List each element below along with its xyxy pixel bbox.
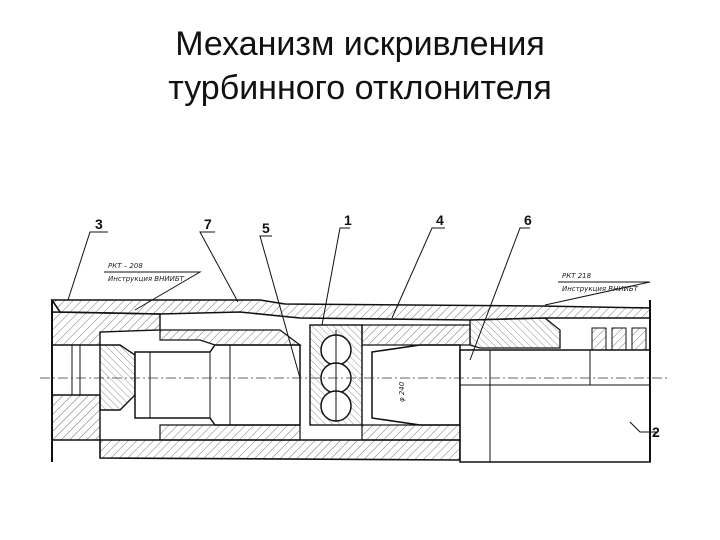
note-left-text: Инструкция ВНИИБТ [108,275,185,283]
leader-6 [469,227,530,361]
leader-note-left [104,271,202,311]
turbine-housing-2 [459,349,651,463]
leader-4 [391,227,445,319]
leader-note-right [544,281,651,306]
title-line-1: Механизм искривления [175,25,545,63]
shaft-collar-upper [159,329,302,346]
right-shaft-4 [371,344,461,426]
callout-4: 4 [436,212,444,228]
right-shaft-bottom [361,424,461,441]
title-line-2: турбинного отклонителя [168,69,552,107]
leader-5 [259,235,301,379]
left-sub-lower [51,394,101,441]
callout-3: 3 [95,216,103,232]
leader-2 [629,421,658,433]
shaft-collar-lower [159,424,301,441]
callout-6: 6 [524,212,532,228]
seal-block-3 [631,327,647,351]
seal-block-1 [591,327,607,351]
left-sub-upper [51,311,161,346]
right-coupling-6 [469,317,561,349]
shaft-body [134,344,301,426]
callout-5: 5 [262,220,270,236]
callout-2: 2 [652,424,660,440]
callout-1: 1 [344,212,352,228]
callout-7: 7 [204,216,212,232]
seal-block-2 [611,327,627,351]
slide-title: Механизм искривления турбинного отклонит… [0,22,720,110]
leader-1 [321,227,350,326]
shaft-coupling-7 [99,344,136,411]
leader-7 [199,231,239,303]
note-left-code: РКТ – 208 [108,262,143,270]
right-shaft-collar [361,324,471,346]
note-right-text: Инструкция ВНИИБТ [562,285,639,293]
housing-bottom-wall [99,439,461,461]
note-right-code: РКТ 218 [562,272,592,280]
dimension-label: φ 240 [398,381,406,402]
leader-3 [67,231,108,301]
